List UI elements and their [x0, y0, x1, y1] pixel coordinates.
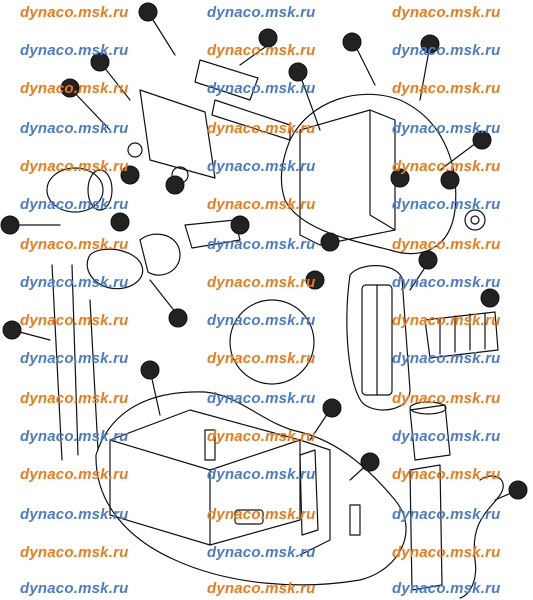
callout-marker — [288, 62, 308, 82]
callout-marker — [390, 168, 410, 188]
watermark: dynaco.msk.ru — [392, 158, 501, 175]
callout-marker — [305, 270, 325, 290]
watermark: dynaco.msk.ru — [20, 236, 129, 253]
watermark: dynaco.msk.ru — [207, 312, 316, 329]
callout-marker — [418, 250, 438, 270]
watermark: dynaco.msk.ru — [392, 506, 501, 523]
callout-marker — [120, 165, 140, 185]
watermark: dynaco.msk.ru — [392, 4, 501, 21]
watermark: dynaco.msk.ru — [20, 544, 129, 561]
callout-marker — [2, 320, 22, 340]
watermark: dynaco.msk.ru — [207, 274, 316, 291]
watermark: dynaco.msk.ru — [207, 42, 316, 59]
callout-marker — [342, 32, 362, 52]
watermark: dynaco.msk.ru — [207, 120, 316, 137]
watermark: dynaco.msk.ru — [392, 580, 501, 597]
watermark: dynaco.msk.ru — [392, 544, 501, 561]
callout-marker — [360, 452, 380, 472]
watermark: dynaco.msk.ru — [20, 196, 129, 213]
callout-marker — [322, 398, 342, 418]
callout-marker — [168, 308, 188, 328]
callout-marker — [90, 52, 110, 72]
rod-2 — [71, 264, 79, 456]
callout-marker — [508, 480, 528, 500]
watermark: dynaco.msk.ru — [392, 428, 501, 445]
callout-marker — [110, 212, 130, 232]
callout-marker — [420, 34, 440, 54]
watermark: dynaco.msk.ru — [207, 80, 316, 97]
watermark: dynaco.msk.ru — [20, 42, 129, 59]
watermark: dynaco.msk.ru — [207, 428, 316, 445]
watermark: dynaco.msk.ru — [392, 312, 501, 329]
watermark: dynaco.msk.ru — [20, 428, 129, 445]
watermark: dynaco.msk.ru — [20, 120, 129, 137]
watermark: dynaco.msk.ru — [207, 390, 316, 407]
watermark: dynaco.msk.ru — [207, 236, 316, 253]
rod-3 — [89, 299, 99, 451]
rail-outline — [346, 265, 411, 411]
callout-marker — [60, 78, 80, 98]
enclosure-outline-upper — [280, 93, 457, 255]
watermark: dynaco.msk.ru — [207, 580, 316, 597]
watermark: dynaco.msk.ru — [392, 42, 501, 59]
callout-marker — [320, 232, 340, 252]
bracket-plate-left — [139, 89, 216, 179]
callout-marker — [0, 215, 20, 235]
watermark: dynaco.msk.ru — [207, 158, 316, 175]
watermark: dynaco.msk.ru — [207, 196, 316, 213]
watermark: dynaco.msk.ru — [207, 350, 316, 367]
watermark: dynaco.msk.ru — [20, 4, 129, 21]
lower-box-body — [109, 409, 301, 546]
callout-marker — [472, 130, 492, 150]
watermark: dynaco.msk.ru — [20, 80, 129, 97]
watermark: dynaco.msk.ru — [392, 390, 501, 407]
watermark: dynaco.msk.ru — [207, 544, 316, 561]
watermark: dynaco.msk.ru — [20, 312, 129, 329]
bracket-plate-top — [194, 59, 259, 101]
watermark: dynaco.msk.ru — [207, 4, 316, 21]
watermark: dynaco.msk.ru — [392, 466, 501, 483]
watermark: dynaco.msk.ru — [20, 466, 129, 483]
watermark: dynaco.msk.ru — [20, 580, 129, 597]
callout-marker — [140, 360, 160, 380]
watermark: dynaco.msk.ru — [392, 274, 501, 291]
watermark: dynaco.msk.ru — [20, 506, 129, 523]
callout-marker — [440, 170, 460, 190]
watermark: dynaco.msk.ru — [20, 158, 129, 175]
watermark: dynaco.msk.ru — [392, 350, 501, 367]
watermark: dynaco.msk.ru — [392, 120, 501, 137]
callout-marker — [138, 2, 158, 22]
callout-marker — [480, 288, 500, 308]
callout-marker — [258, 28, 278, 48]
callout-marker — [165, 175, 185, 195]
watermark: dynaco.msk.ru — [392, 80, 501, 97]
watermark: dynaco.msk.ru — [207, 506, 316, 523]
watermark: dynaco.msk.ru — [392, 196, 501, 213]
motor-zoom-circle — [229, 299, 315, 385]
enclosure-outline-lower — [95, 391, 407, 586]
callout-marker — [230, 215, 250, 235]
watermark: dynaco.msk.ru — [20, 350, 129, 367]
watermark: dynaco.msk.ru — [207, 466, 316, 483]
watermark: dynaco.msk.ru — [392, 236, 501, 253]
rod-1 — [51, 264, 63, 461]
watermark: dynaco.msk.ru — [20, 274, 129, 291]
watermark: dynaco.msk.ru — [20, 390, 129, 407]
